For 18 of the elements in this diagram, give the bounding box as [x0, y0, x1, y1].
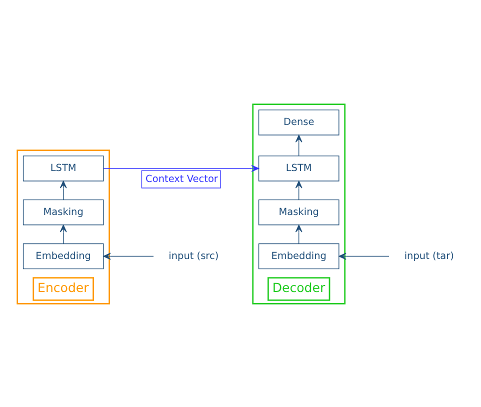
arrow [295, 224, 302, 244]
arrow [338, 252, 390, 260]
node-box: LSTM [22, 155, 104, 181]
node-box: Masking [22, 198, 104, 225]
edge-label: Context Vector [146, 174, 218, 185]
arrow [60, 224, 67, 244]
node-box: LSTM [258, 155, 340, 181]
arrow [295, 180, 302, 200]
node-box: Embedding [22, 242, 104, 269]
arrow [295, 134, 302, 156]
node-box: Dense [258, 109, 340, 135]
node-box: Embedding [258, 242, 340, 269]
node-box: Masking [258, 198, 340, 225]
arrow [60, 180, 67, 200]
node-text: input (src) [168, 250, 219, 262]
arrow [103, 164, 259, 172]
node-text: input (tar) [404, 250, 454, 262]
arrow [103, 252, 154, 260]
